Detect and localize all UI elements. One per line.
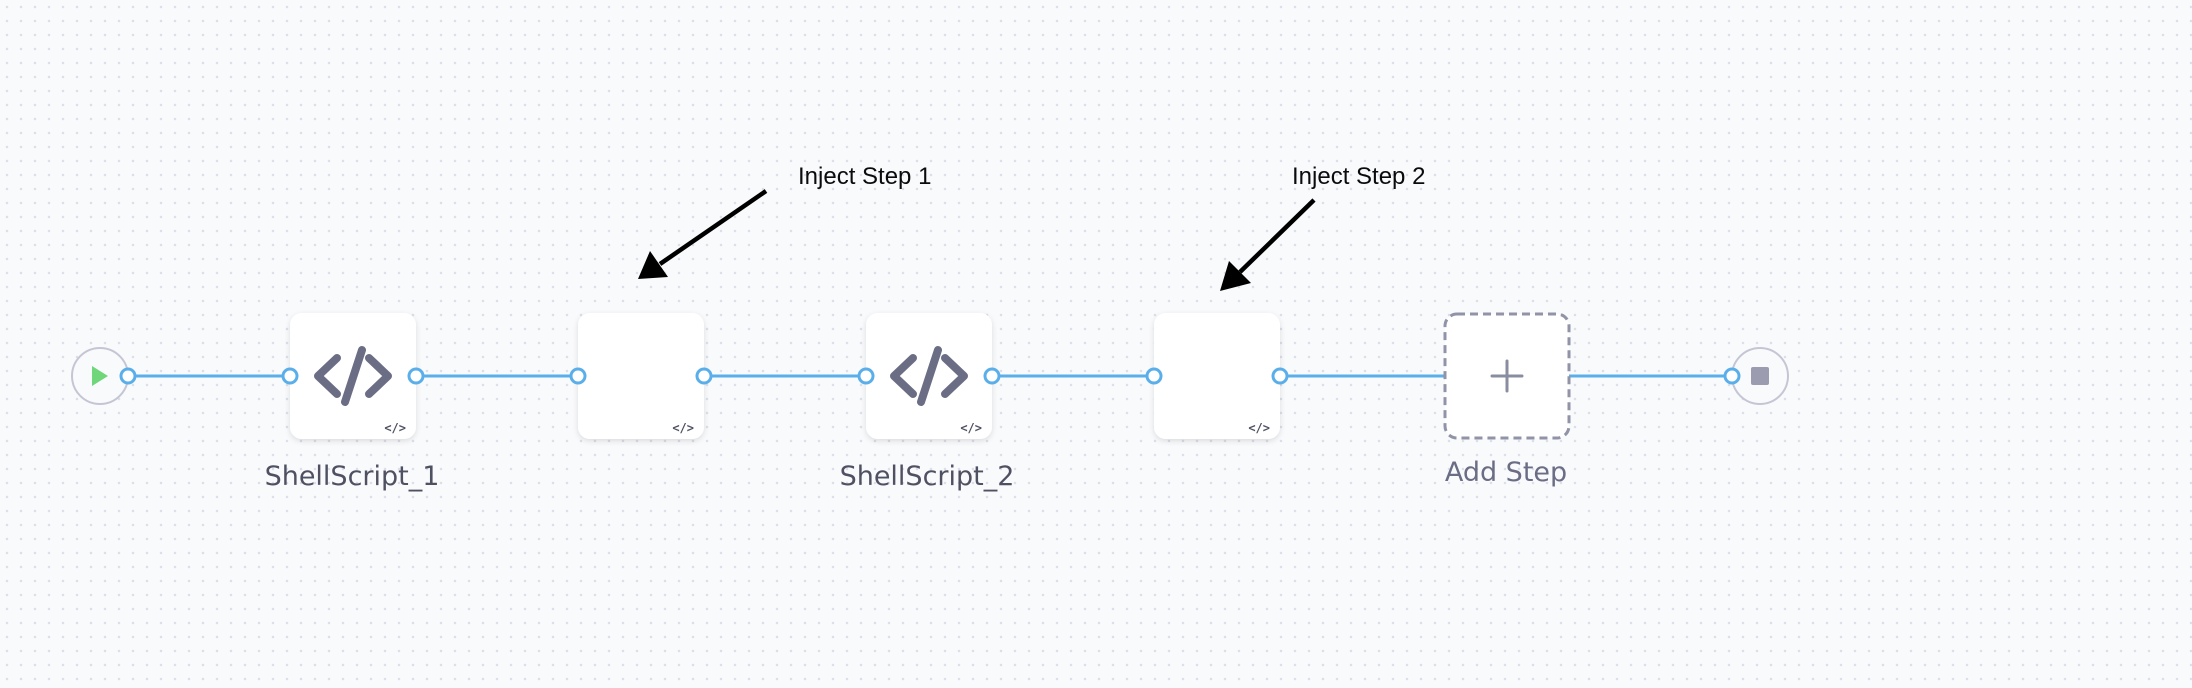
port-handle[interactable] [857,367,875,385]
stop-icon [1751,367,1769,385]
port-handle[interactable] [695,367,713,385]
port-handle[interactable] [407,367,425,385]
port-handle[interactable] [1723,367,1741,385]
add-step-button[interactable] [1443,312,1571,440]
code-badge-icon: </> [384,421,406,435]
plus-icon [1490,359,1524,393]
annotation-inject-step-2: Inject Step 2 [1292,163,1426,190]
step-node-injected-1[interactable]: </> [578,313,704,439]
code-badge-icon: </> [1248,421,1270,435]
code-badge-icon: </> [960,421,982,435]
port-handle[interactable] [119,367,137,385]
step-node-injected-2[interactable]: </> [1154,313,1280,439]
code-icon [314,346,392,406]
connector-ports [119,367,1741,385]
step-label-shellscript-1: ShellScript_1 [264,461,440,492]
port-handle[interactable] [281,367,299,385]
annotation-inject-step-1: Inject Step 1 [798,163,932,190]
step-label-shellscript-2: ShellScript_2 [839,461,1015,492]
port-handle[interactable] [1271,367,1289,385]
step-node-shellscript-1[interactable]: </> [290,313,416,439]
step-node-shellscript-2[interactable]: </> [866,313,992,439]
port-handle[interactable] [983,367,1001,385]
annotation-arrow-1 [638,189,768,279]
code-badge-icon: </> [672,421,694,435]
add-step-label[interactable]: Add Step [1444,457,1568,488]
port-handle[interactable] [1145,367,1163,385]
start-node[interactable] [71,347,129,405]
play-icon [92,366,108,386]
annotation-arrow-2 [1220,198,1316,291]
code-icon [890,346,968,406]
port-handle[interactable] [569,367,587,385]
